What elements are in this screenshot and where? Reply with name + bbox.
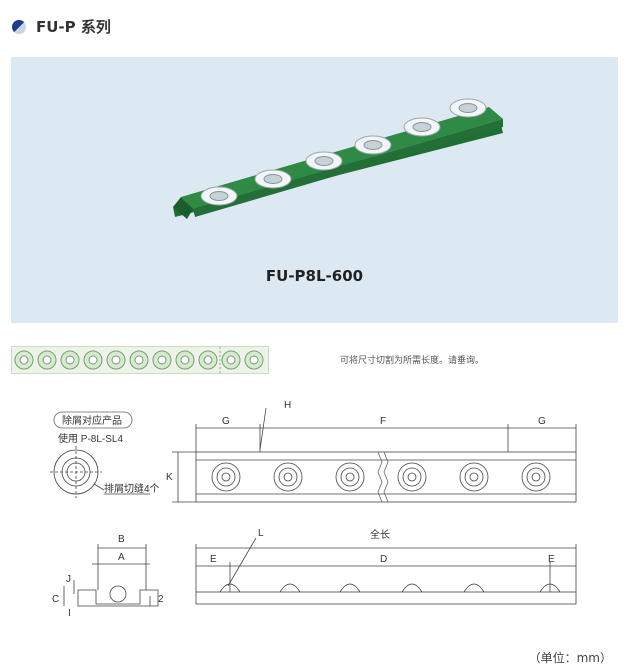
model-label: FU-P8L-600 xyxy=(265,267,364,285)
side-ball xyxy=(539,583,561,593)
dim-I: I xyxy=(68,608,71,619)
strip-ball-unit xyxy=(37,350,57,370)
strip-ball-unit xyxy=(175,350,195,370)
dim-H: H xyxy=(284,400,291,411)
side-ball xyxy=(279,583,301,593)
plan-ball xyxy=(273,462,303,492)
product-photo: FU-P8L-600 xyxy=(11,57,618,323)
dim-F: F xyxy=(380,416,386,427)
strip-ball-unit xyxy=(14,350,34,370)
rail-illustration xyxy=(173,98,503,219)
dim-J: J xyxy=(66,574,71,585)
side-ball xyxy=(219,583,241,593)
strip-ball-unit xyxy=(129,350,149,370)
plan-ball xyxy=(521,462,551,492)
chip-tag-text: 除屑对应产品 xyxy=(62,414,122,427)
dim-2: 2 xyxy=(158,594,164,605)
plan-ball xyxy=(335,462,365,492)
dim-E-left: E xyxy=(210,554,217,565)
strip-ball-unit xyxy=(221,350,241,370)
dim-K: K xyxy=(166,472,173,483)
plan-ball xyxy=(397,462,427,492)
ball-strip-svg xyxy=(14,347,264,373)
strip-ball-unit xyxy=(106,350,126,370)
plan-ball xyxy=(211,462,241,492)
plan-ball xyxy=(459,462,489,492)
ball-detail-circle xyxy=(50,446,102,498)
ball-strip-image xyxy=(11,346,269,374)
section-header: FU-P 系列 xyxy=(12,16,111,37)
strip-ball-unit xyxy=(152,350,172,370)
use-text: 使用 P-8L-SL4 xyxy=(58,432,123,445)
strip-ball-unit xyxy=(244,350,264,370)
dim-E-right: E xyxy=(548,554,555,565)
dim-G-right: G xyxy=(538,416,546,427)
strip-ball-unit xyxy=(83,350,103,370)
side-ball xyxy=(401,583,423,593)
dim-L: L xyxy=(258,528,264,539)
dim-D: D xyxy=(380,554,387,565)
dim-G-left: G xyxy=(222,416,230,427)
section-bullet-icon xyxy=(12,19,26,34)
cut-note: 可将尺寸切割为所需长度。请垂询。 xyxy=(340,356,485,366)
strip-ball-unit xyxy=(60,350,80,370)
technical-drawing: 除屑对应产品 使用 P-8L-SL4 排屑切缝4个 G F G H K xyxy=(50,400,577,619)
unit-note: （单位：mm） xyxy=(528,651,612,665)
side-ball xyxy=(339,583,361,593)
ball-units xyxy=(200,98,487,206)
section-title: FU-P 系列 xyxy=(36,18,111,36)
slot-text: 排屑切缝4个 xyxy=(104,482,160,495)
section-view xyxy=(63,544,159,607)
plan-view xyxy=(172,407,577,503)
side-view xyxy=(195,537,577,605)
dim-B: B xyxy=(118,534,125,545)
side-ball xyxy=(463,583,485,593)
dim-total: 全长 xyxy=(370,528,390,541)
dim-A: A xyxy=(118,552,125,563)
dim-C: C xyxy=(52,594,59,605)
chip-tag-box xyxy=(53,411,133,429)
strip-ball-unit xyxy=(198,350,218,370)
